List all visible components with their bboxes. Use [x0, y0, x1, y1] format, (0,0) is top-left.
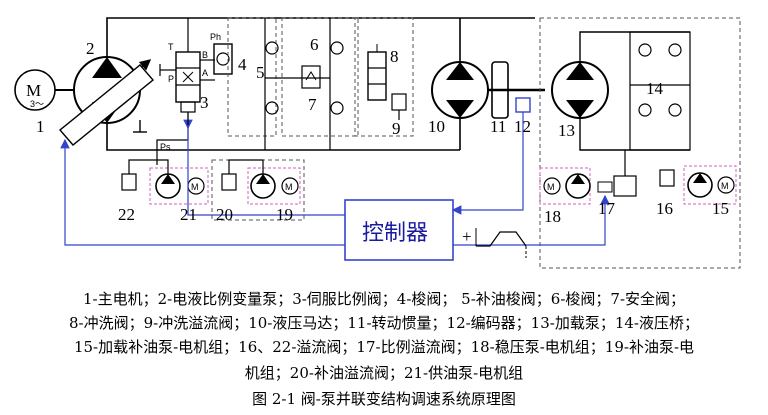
label-19: 19 — [276, 205, 293, 224]
label-7: 7 — [308, 95, 317, 114]
port-ph: Ph — [210, 32, 221, 42]
label-11: 11 — [490, 117, 506, 136]
controller: 控制器 — [344, 199, 454, 261]
port-b: B — [202, 50, 208, 60]
legend-line-1: 1-主电机；2-电液比例变量泵；3-伺服比例阀；4-梭阀； 5-补油梭阀；6-梭… — [82, 290, 686, 308]
label-13: 13 — [558, 121, 575, 140]
motor-21-letter: M — [191, 182, 199, 192]
check-valve-group — [264, 18, 344, 150]
proportional-variable-pump — [58, 56, 155, 146]
label-4: 4 — [238, 55, 247, 74]
port-a: A — [202, 68, 208, 78]
component-number-labels: 1 2 3 4 5 6 7 8 9 10 11 12 13 14 15 16 1… — [36, 35, 729, 226]
label-6: 6 — [310, 35, 319, 54]
motor-15-letter: M — [721, 181, 729, 191]
label-5: 5 — [256, 63, 265, 82]
label-12: 12 — [514, 117, 531, 136]
label-22: 22 — [118, 205, 135, 224]
label-8: 8 — [390, 47, 399, 66]
relief-valve-20 — [221, 159, 264, 191]
port-t: T — [168, 42, 174, 52]
label-16: 16 — [656, 199, 673, 218]
label-1: 1 — [36, 117, 45, 136]
figure-caption: 图 2-1 阀-泵并联变结构调速系统原理图 — [252, 390, 516, 408]
motor-letter: M — [26, 81, 41, 100]
plus-sign: + — [462, 227, 472, 246]
encoder — [515, 97, 531, 113]
legend-line-3: 15-加载补油泵-电机组；16、22-溢流阀；17-比例溢流阀；18-稳压泵-电… — [73, 338, 695, 356]
label-10: 10 — [428, 117, 445, 136]
motor-19-letter: M — [285, 182, 293, 192]
label-20: 20 — [216, 205, 233, 224]
legend-line-4: 机组；20-补油溢流阀；21-供油泵-电机组 — [244, 364, 524, 382]
pump-motor-group-21: M Ps — [149, 142, 209, 205]
label-15: 15 — [712, 199, 729, 218]
port-ps: Ps — [160, 142, 171, 152]
hydraulic-motor — [431, 61, 545, 119]
shuttle-valve: Ph — [210, 32, 233, 75]
pump-motor-group-19: M — [247, 167, 301, 205]
flushing-relief-valve — [391, 93, 407, 120]
pump-motor-group-15: M — [683, 165, 737, 205]
legend-line-2: 8-冲洗阀；9-冲洗溢流阀；10-液压马达；11-转动惯量；12-编码器；13-… — [68, 314, 699, 332]
label-18: 18 — [544, 207, 561, 226]
proportional-relief-valve — [597, 150, 637, 197]
motor-phase: 3〜 — [30, 99, 44, 109]
label-21: 21 — [180, 205, 197, 224]
label-17: 17 — [598, 199, 616, 218]
port-p: P — [168, 74, 174, 84]
label-2: 2 — [86, 39, 95, 58]
rotary-inertia — [491, 61, 509, 119]
label-14: 14 — [646, 79, 664, 98]
pump-motor-group-18: M — [539, 167, 591, 205]
relief-valve-16 — [659, 169, 675, 187]
flushing-valve — [367, 44, 387, 101]
motor-18-letter: M — [547, 182, 555, 192]
relief-valve-22 — [121, 159, 169, 191]
hydraulic-schematic: M 3〜 T P A B — [14, 17, 741, 269]
safety-valve — [301, 65, 321, 89]
label-9: 9 — [392, 119, 401, 138]
hydraulic-bridge — [629, 31, 691, 151]
main-motor: M 3〜 — [14, 69, 70, 111]
label-3: 3 — [200, 93, 209, 112]
controller-label: 控制器 — [362, 221, 428, 246]
